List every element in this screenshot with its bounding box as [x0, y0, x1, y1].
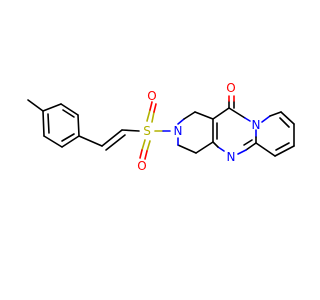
atom-oxygen-bottom: O	[137, 159, 146, 173]
pyridine-bond	[269, 111, 282, 117]
tolyl-double-bond	[61, 133, 75, 142]
pyrimidinone-bond	[245, 142, 257, 151]
pyridine-double-bond	[275, 142, 290, 151]
pyridine-double-bond	[279, 117, 290, 128]
tolyl-ring-bond	[42, 110, 45, 137]
pyrimidinone-bond	[212, 141, 219, 148]
atom-nitrogen-fused: N	[252, 118, 261, 132]
sulfonyl-bond-bottom-2	[144, 150, 148, 160]
imine-double-bond	[243, 139, 253, 146]
vinyl-bond	[78, 135, 103, 147]
tolyl-double-bond	[47, 113, 50, 134]
atom-oxygen-carbonyl: O	[226, 81, 235, 95]
vinyl-double-bond	[101, 129, 123, 147]
pyridine-bond	[280, 111, 295, 125]
atom-oxygen-top: O	[147, 89, 156, 103]
tolyl-ring-bond	[43, 135, 63, 148]
atom-nitrogen-imine: N	[227, 150, 236, 164]
sulfonyl-bond-bottom	[141, 139, 146, 151]
vinyl-double-bond-inner	[105, 134, 126, 151]
sulfonyl-bond-bottom-2	[146, 140, 151, 152]
pyridine-bond	[261, 115, 271, 123]
ring-bond	[194, 111, 214, 120]
pyrimidinone-bond	[237, 149, 247, 155]
vinyl-to-sulfur-bond	[121, 129, 140, 132]
sulfonyl-bond-top-2	[151, 111, 155, 123]
ring-bond	[177, 144, 197, 154]
atom-sulfur: S	[143, 124, 151, 138]
tolyl-ring-bond	[42, 103, 62, 112]
sulfonyl-bond-bottom	[139, 149, 143, 159]
structure-diagram: S O O N O N N	[27, 81, 295, 173]
tolyl-ring-bond	[61, 135, 80, 148]
tolyl-double-bond	[62, 109, 75, 118]
ring-bond	[177, 118, 185, 125]
pyridine-bond	[274, 145, 295, 157]
pyridine-bond	[255, 142, 276, 157]
sulfonyl-bond-top	[146, 109, 151, 122]
atom-nitrogen-sulfonamide: N	[174, 124, 183, 138]
tolyl-ring-bond	[77, 114, 80, 137]
methyl-bond	[27, 99, 44, 112]
tolyl-ring-bond	[60, 103, 79, 116]
molecule-canvas: S O O N O N N	[27, 81, 295, 173]
pyrimidinone-bond	[217, 146, 225, 152]
pyrimidinone-bond	[212, 107, 230, 120]
ring-bond	[183, 111, 196, 120]
sulfonyl-bond-top-2	[153, 103, 157, 113]
ring-bond	[195, 141, 214, 154]
pyrimidinone-bond	[244, 117, 251, 122]
sulfonyl-bond-top	[149, 101, 153, 111]
pyrimidinone-bond	[228, 107, 246, 119]
